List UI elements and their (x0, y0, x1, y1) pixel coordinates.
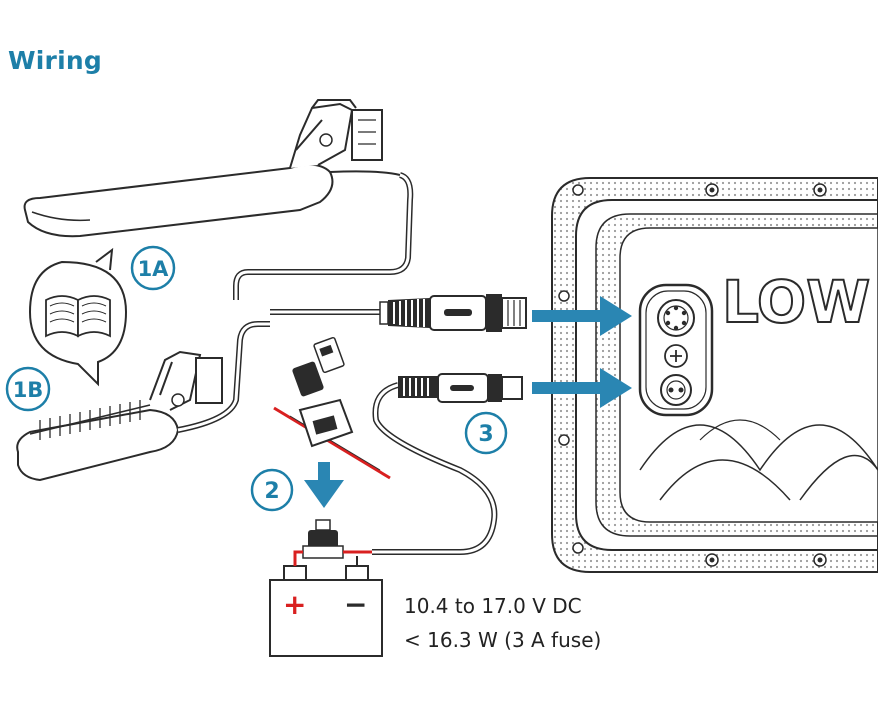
callout-1a: 1A (130, 245, 176, 291)
transducer-connector (379, 294, 527, 332)
callout-1b-label: 1B (13, 378, 44, 402)
battery-minus-label: − (344, 588, 367, 621)
power-cable (372, 382, 498, 555)
callout-1b: 1B (5, 366, 51, 412)
battery (269, 519, 383, 657)
book-icon (45, 295, 111, 338)
page-title: Wiring (8, 46, 102, 75)
callout-3-label: 3 (478, 422, 493, 447)
voltage-spec: 10.4 to 17.0 V DC (404, 594, 582, 618)
transducer-1a (23, 99, 401, 238)
power-spec: < 16.3 W (3 A fuse) (404, 628, 602, 652)
unit-logo: LOW (722, 268, 870, 336)
connector-panel (638, 283, 714, 417)
transducer-cables (177, 172, 414, 433)
fuse-holder-open (273, 336, 391, 480)
transducer-1b (16, 350, 223, 482)
callout-2-label: 2 (264, 479, 279, 504)
power-connector (398, 373, 523, 403)
fuse-install-arrow (304, 462, 344, 508)
battery-plus-label: + (283, 588, 306, 621)
callout-2: 2 (250, 468, 294, 512)
port-arrows (532, 296, 632, 408)
callout-3: 3 (464, 411, 508, 455)
callout-1a-label: 1A (138, 257, 170, 281)
